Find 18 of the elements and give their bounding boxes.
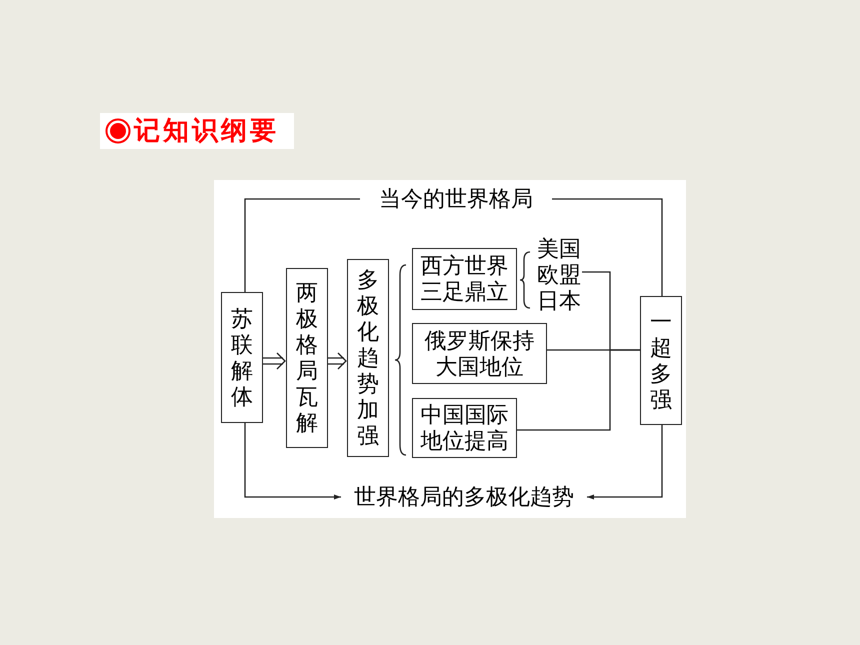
text-box: 多极化趋势加强 — [347, 259, 389, 457]
connector-line — [244, 198, 360, 292]
text-box: 两极格局瓦解 — [286, 268, 328, 448]
connector-line — [552, 198, 663, 296]
connector-arrow — [327, 352, 347, 370]
connector-arrow — [244, 423, 341, 500]
label-text: 当今的世界格局 — [366, 186, 546, 214]
text-box: 中国国际地位提高 — [412, 398, 517, 458]
connector-arrow — [262, 352, 286, 370]
text-box: 苏联解体 — [221, 292, 263, 423]
label-text: 世界格局的多极化趋势 — [341, 484, 587, 512]
title: 记知识纲要 — [134, 115, 279, 147]
label-text: 美国欧盟日本 — [534, 236, 584, 316]
connector-arrow — [587, 425, 663, 500]
text-box: 西方世界三足鼎立 — [412, 248, 517, 310]
text-box: 一超多强 — [640, 296, 682, 425]
connector-line — [517, 349, 640, 431]
text-box: 俄罗斯保持大国地位 — [412, 323, 547, 384]
